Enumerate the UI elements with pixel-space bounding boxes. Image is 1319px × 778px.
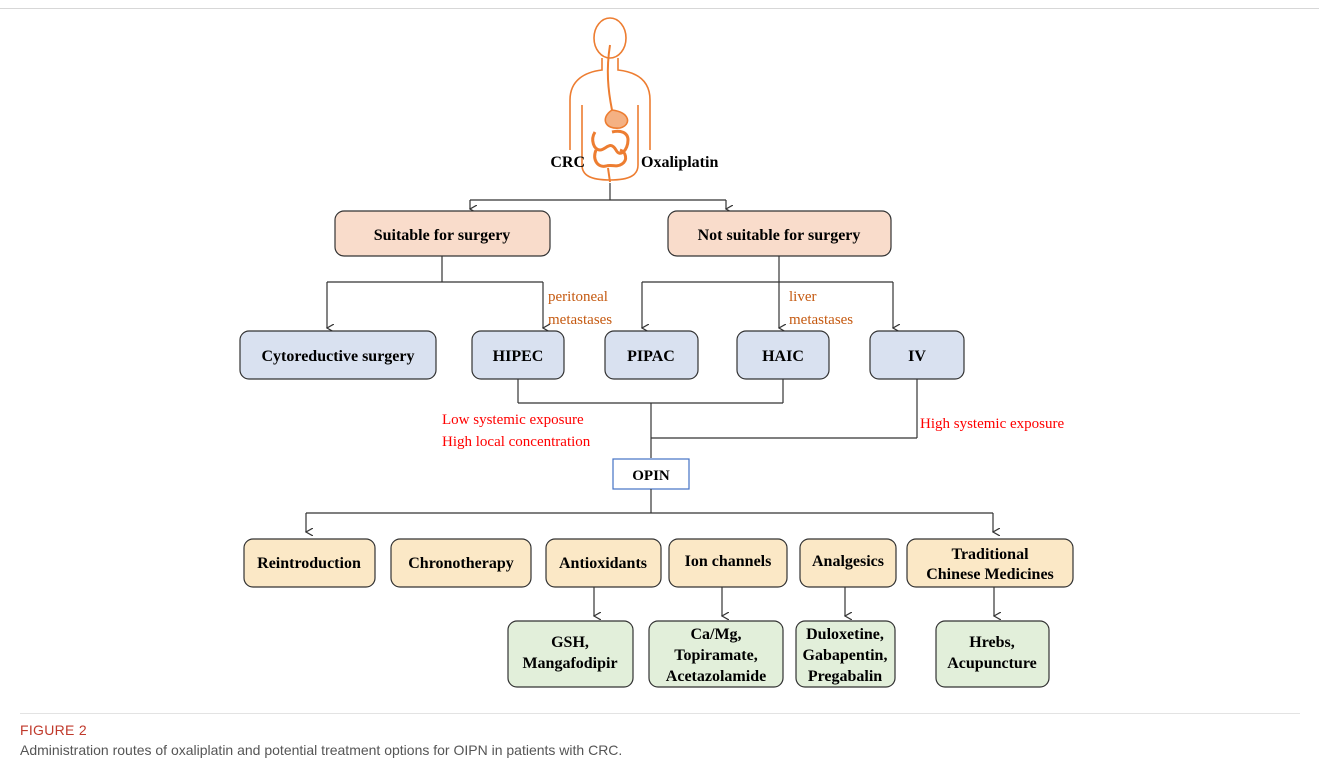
suitable-for-surgery-node: Suitable for surgery: [334, 210, 551, 257]
treatment-connectors: [306, 489, 993, 532]
duloxetine-label: Duloxetine,: [806, 626, 884, 643]
antioxidants-label: Antioxidants: [559, 555, 647, 572]
crc-label: CRC: [550, 154, 585, 171]
ion-channels-examples-node: Ca/Mg, Topiramate, Acetazolamide: [648, 620, 784, 688]
camg-label: Ca/Mg,: [690, 626, 741, 643]
analgesics-examples-node: Duloxetine, Gabapentin, Pregabalin: [795, 620, 896, 688]
pipac-label: PIPAC: [627, 348, 675, 365]
topiramate-label: Topiramate,: [674, 647, 757, 664]
oxaliplatin-label: Oxaliplatin: [641, 154, 718, 171]
top-divider: [0, 8, 1319, 9]
gsh-label: GSH,: [551, 634, 589, 651]
pipac-node: PIPAC: [604, 330, 699, 380]
liver-annotation-line1: liver: [789, 289, 817, 305]
tcm-label-line2: Chinese Medicines: [926, 566, 1054, 583]
flow-diagram: CRC Oxaliplatin Suitable for surgery Not…: [239, 17, 1074, 688]
acetazolamide-label: Acetazolamide: [666, 668, 766, 685]
not-suitable-label: Not suitable for surgery: [698, 227, 861, 244]
root-connectors: [470, 183, 726, 209]
antioxidants-examples-node: GSH, Mangafodipir: [507, 620, 634, 688]
hipec-node: HIPEC: [471, 330, 565, 380]
reintroduction-node: Reintroduction: [243, 538, 376, 588]
opin-connectors: [517, 379, 918, 458]
opin-label: OPIN: [632, 468, 670, 484]
tcm-label-line1: Traditional: [951, 546, 1029, 563]
traditional-chinese-medicines-node: Traditional Chinese Medicines: [906, 538, 1074, 588]
acupuncture-label: Acupuncture: [947, 655, 1037, 672]
iv-node: IV: [869, 330, 965, 380]
high-exposure-annotation: High systemic exposure: [920, 416, 1064, 432]
analgesics-label: Analgesics: [812, 553, 884, 570]
suitable-label: Suitable for surgery: [374, 227, 511, 244]
haic-node: HAIC: [736, 330, 830, 380]
gabapentin-label: Gabapentin,: [803, 647, 888, 664]
peritoneal-annotation-line2: metastases: [548, 312, 612, 328]
analgesics-node: Analgesics: [799, 538, 897, 588]
ion-channels-label: Ion channels: [685, 553, 772, 570]
opin-node: OPIN: [612, 458, 690, 490]
pregabalin-label: Pregabalin: [808, 668, 882, 685]
figure-label: FIGURE 2: [20, 722, 87, 738]
iv-label: IV: [908, 348, 926, 365]
not-suitable-for-surgery-node: Not suitable for surgery: [667, 210, 892, 257]
chronotherapy-label: Chronotherapy: [408, 555, 514, 572]
figure-caption: Administration routes of oxaliplatin and…: [20, 742, 623, 758]
liver-annotation-line2: metastases: [789, 312, 853, 328]
cytoreductive-label: Cytoreductive surgery: [262, 348, 415, 365]
cytoreductive-surgery-node: Cytoreductive surgery: [239, 330, 437, 380]
antioxidants-node: Antioxidants: [545, 538, 662, 588]
route-connectors: [327, 256, 893, 328]
ion-channels-node: Ion channels: [668, 538, 788, 588]
mangafodipir-label: Mangafodipir: [522, 655, 617, 672]
hipec-label: HIPEC: [493, 348, 544, 365]
tcm-examples-node: Hrebs, Acupuncture: [935, 620, 1050, 688]
hrebs-label: Hrebs,: [969, 634, 1014, 651]
chronotherapy-node: Chronotherapy: [390, 538, 532, 588]
example-connectors: [594, 587, 994, 616]
low-exposure-line1: Low systemic exposure: [442, 412, 584, 428]
low-exposure-line2: High local concentration: [442, 434, 591, 450]
caption-divider: [20, 713, 1300, 714]
human-body-icon: [569, 17, 651, 183]
haic-label: HAIC: [762, 348, 804, 365]
reintroduction-label: Reintroduction: [257, 555, 361, 572]
peritoneal-annotation-line1: peritoneal: [548, 289, 608, 305]
